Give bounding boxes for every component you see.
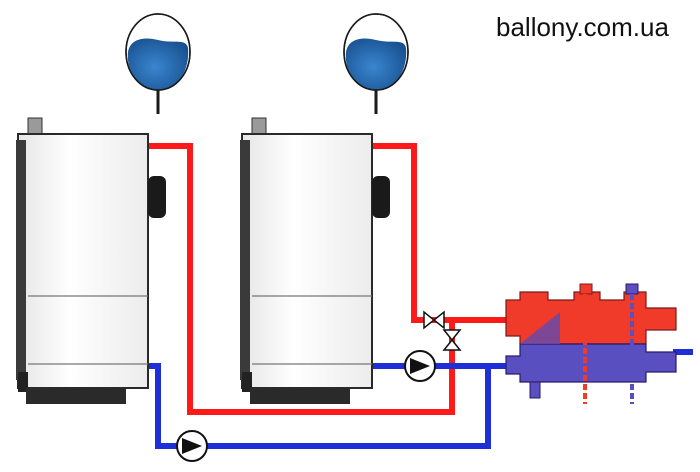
watermark-text: ballony.com.ua <box>496 12 669 42</box>
pump-icon <box>404 350 436 382</box>
expansion-tank-icon <box>343 13 409 114</box>
pump-icon <box>176 430 208 462</box>
manifold-cold-section <box>505 343 677 383</box>
boiler-icon <box>240 117 390 404</box>
cold-return-pipes <box>145 349 693 449</box>
expansion-tank-icon <box>125 13 191 114</box>
boiler-icon <box>16 117 166 404</box>
cold-pipe-boiler-1 <box>145 363 491 449</box>
hot-pipe-boiler-2 <box>371 143 511 323</box>
valve-icon <box>442 329 462 351</box>
manifold-mix-zone <box>520 312 560 344</box>
valve-icon <box>423 310 445 330</box>
hot-pipe-boiler-1 <box>147 143 455 415</box>
hydraulic-manifold-icon <box>505 283 677 404</box>
